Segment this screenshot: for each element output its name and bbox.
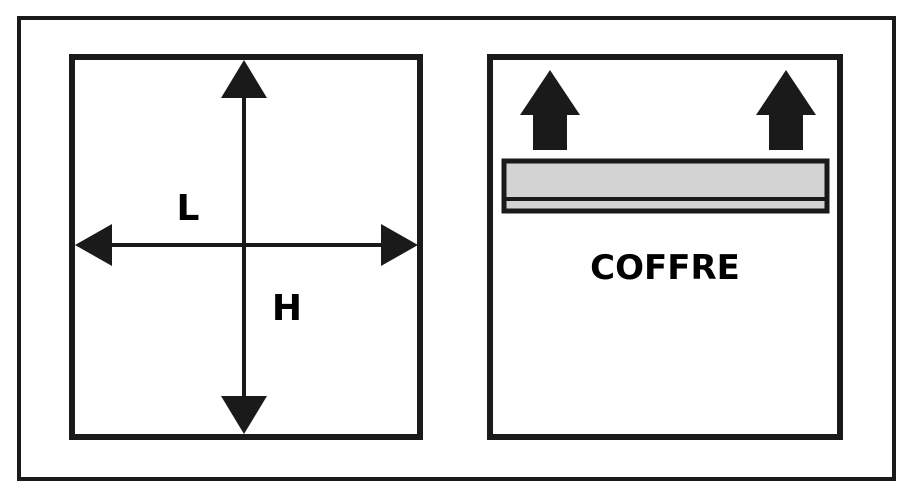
width-label: L xyxy=(177,188,200,229)
arrow-up-left-icon xyxy=(520,70,580,150)
dimension-panel: L H xyxy=(69,54,423,440)
arrow-down-head xyxy=(221,396,267,434)
arrow-up-right-icon xyxy=(756,70,816,150)
arrow-up-head xyxy=(221,60,267,98)
height-label: H xyxy=(272,288,302,329)
box-strip xyxy=(501,158,830,214)
box-panel: COFFRE xyxy=(487,54,843,440)
arrow-left-head xyxy=(75,224,112,266)
box-label: COFFRE xyxy=(590,248,740,288)
arrow-right-head xyxy=(381,224,418,266)
